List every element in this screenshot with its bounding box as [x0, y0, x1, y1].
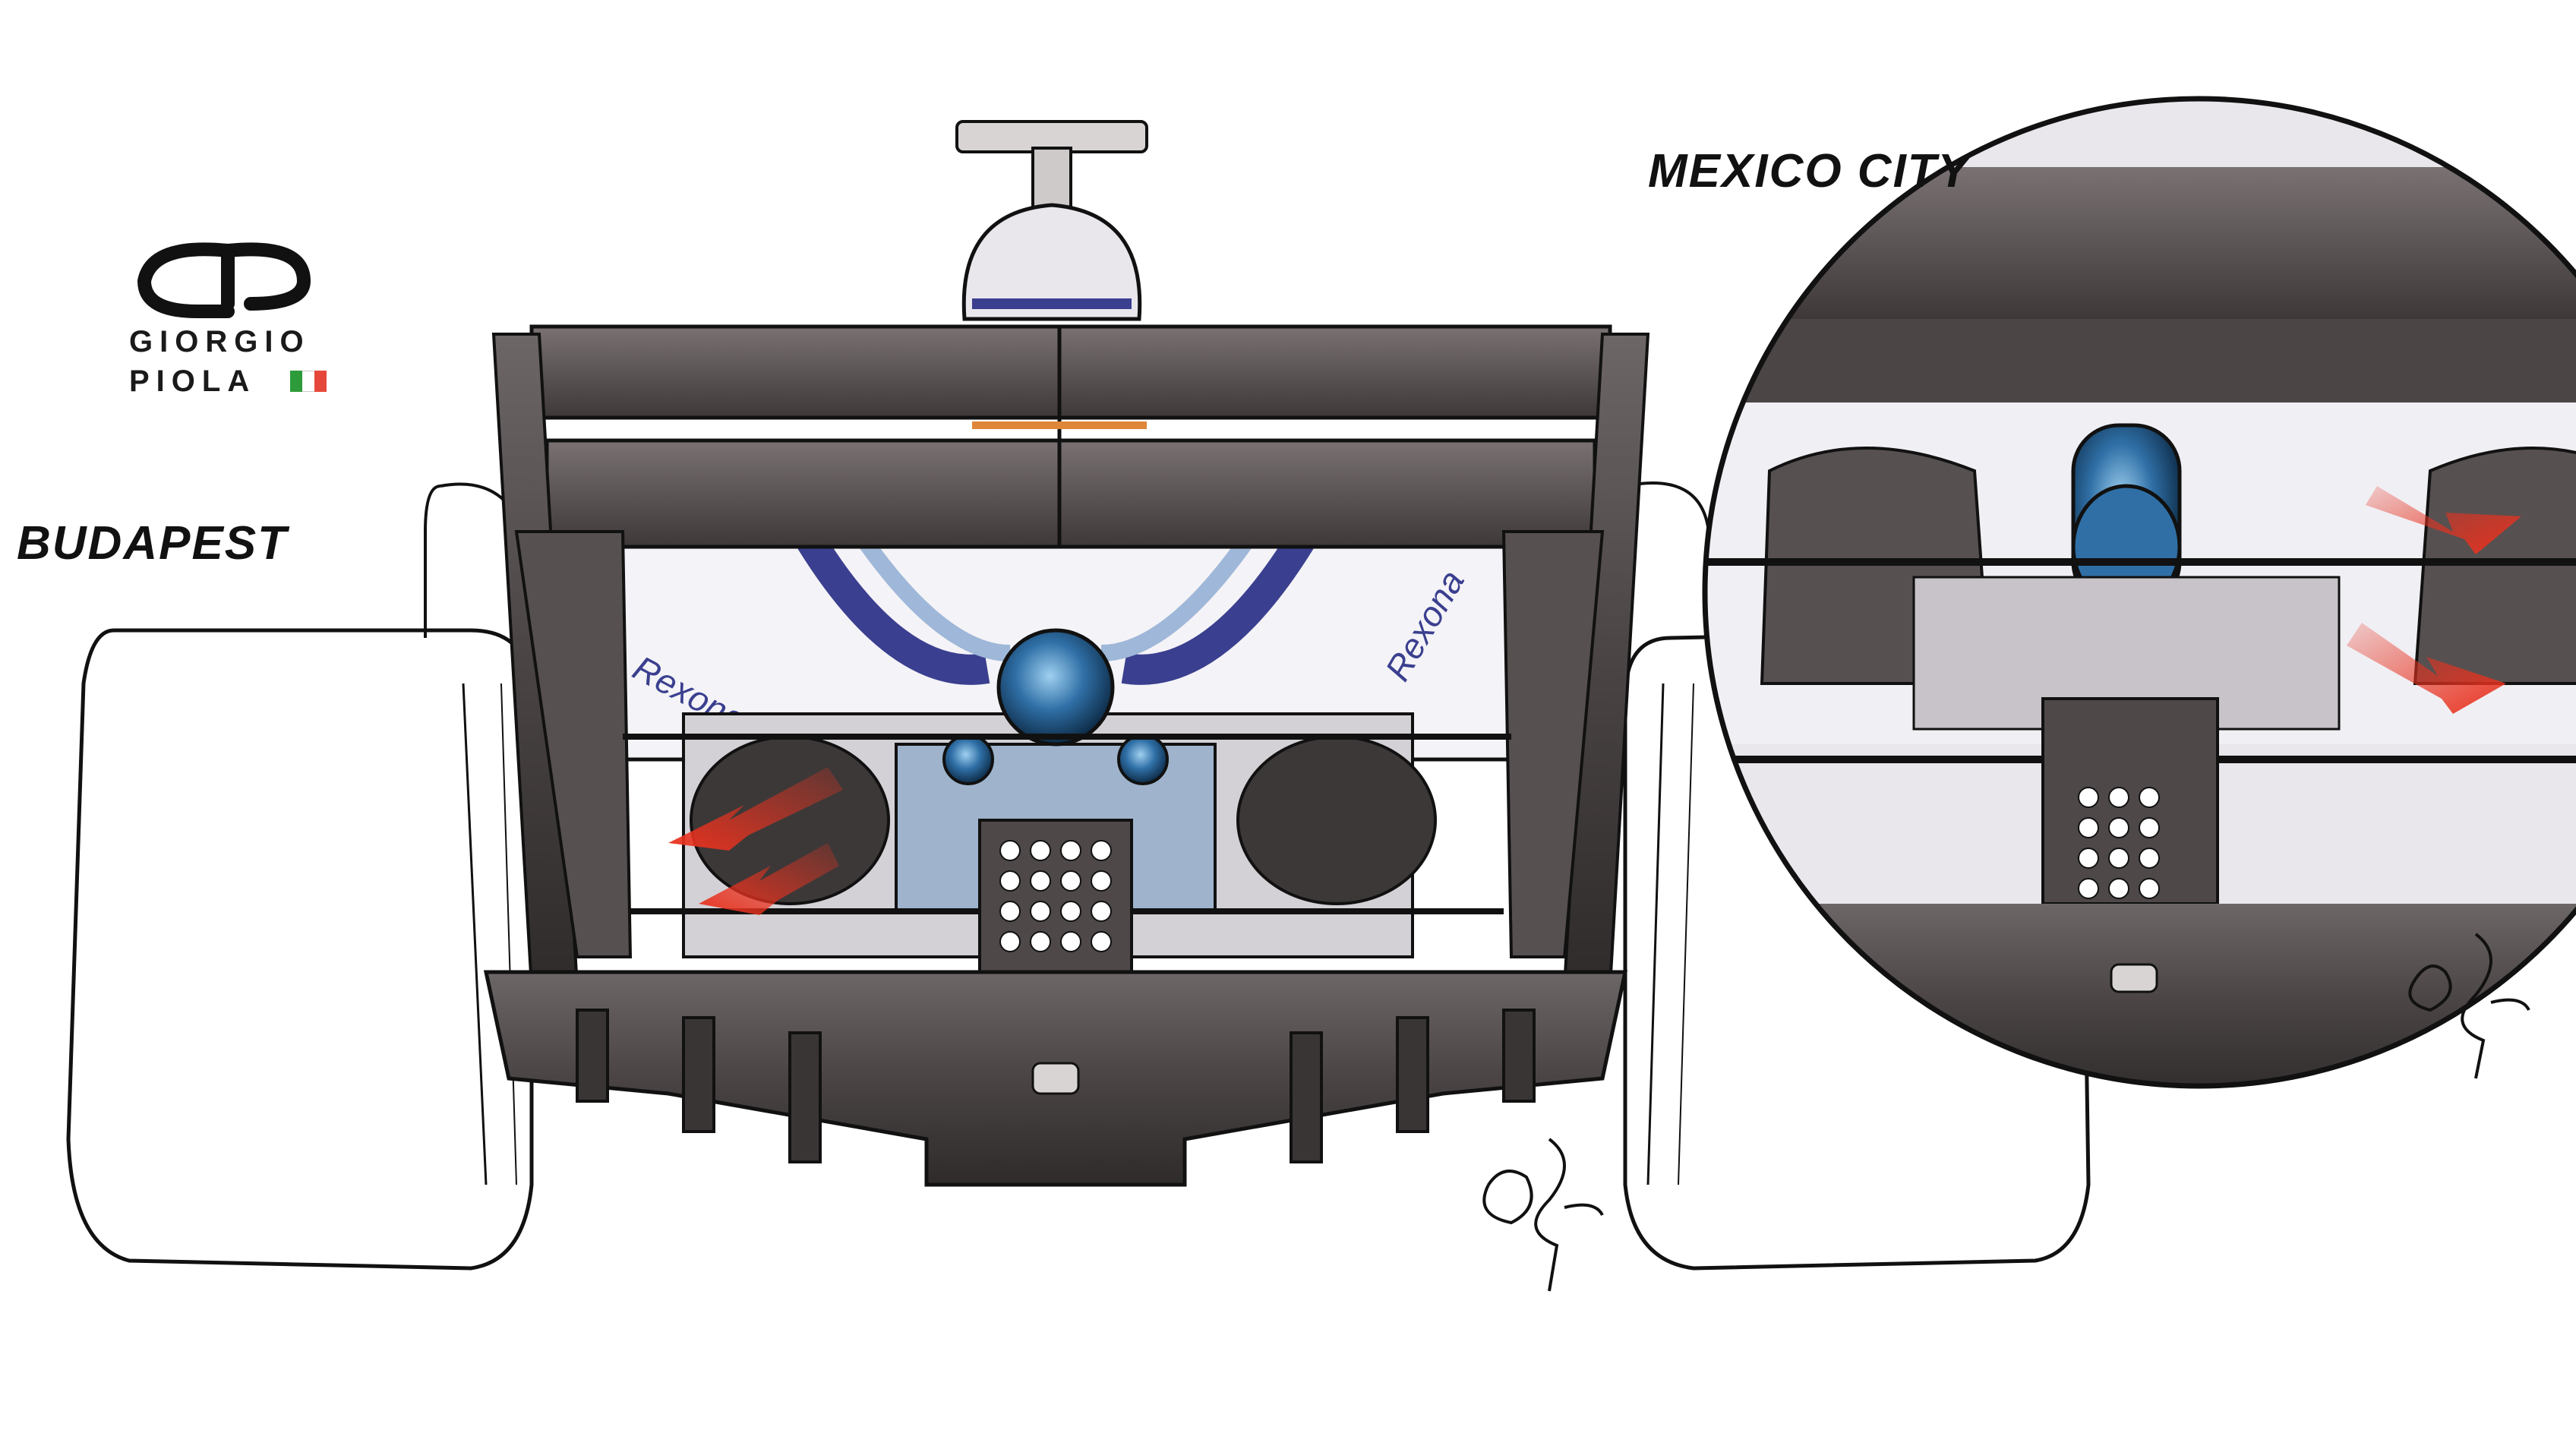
giorgio-piola-logo: GIORGIO PIOLA: [129, 228, 334, 410]
left-rear-tyre: [66, 482, 534, 1271]
wing-endplates: [491, 333, 1650, 989]
giorgio-piola-logo-mark: [137, 242, 311, 318]
rear-wing: [529, 324, 1612, 549]
label-mexico-city: MEXICO CITY: [1648, 145, 1971, 197]
label-budapest: BUDAPEST: [17, 517, 289, 570]
artist-signature-inset: [2408, 933, 2530, 1079]
logo-line-piola: PIOLA: [129, 365, 257, 398]
artist-signature-main: [1482, 1138, 1604, 1292]
italian-flag-icon: [290, 371, 327, 392]
rain-light: [978, 819, 1133, 974]
airbox: [955, 120, 1148, 321]
logo-line-giorgio: GIORGIO: [129, 325, 311, 358]
diffuser: [483, 970, 1628, 1187]
flow-arrows-budapest: [668, 767, 843, 915]
